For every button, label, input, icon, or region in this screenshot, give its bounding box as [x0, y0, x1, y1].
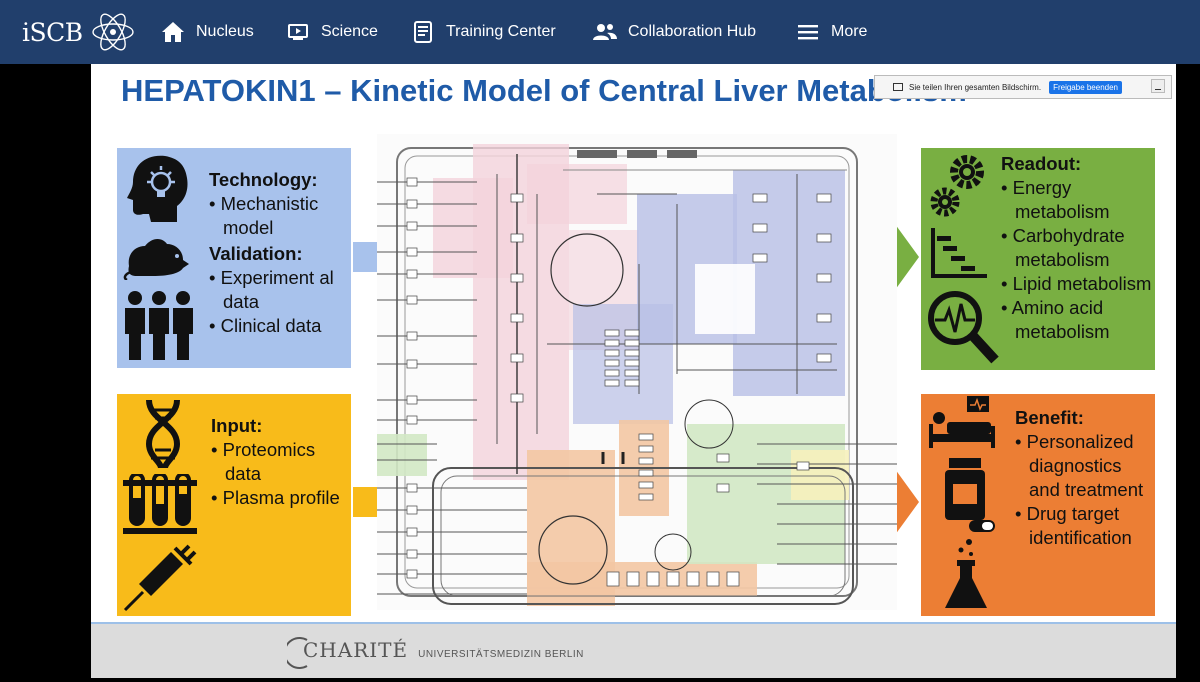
input-bullet: • Plasma profile — [211, 487, 340, 508]
benefit-bullet: • Personalized diagnostics and treatment — [1015, 431, 1144, 500]
nav-label-science: Science — [321, 23, 378, 40]
validation-bullet: • Clinical data — [209, 315, 322, 336]
brain-lightbulb-icon — [127, 155, 188, 222]
nav-item-collaboration-hub[interactable]: Collaboration Hub — [592, 0, 756, 64]
benefit-text: Benefit: • Personalized diagnostics and … — [1015, 406, 1155, 550]
readout-panel: Readout: • Energy metabolism • Carbohydr… — [921, 148, 1155, 370]
patient-bed-monitor-icon — [929, 396, 995, 448]
benefit-heading: Benefit: — [1015, 407, 1084, 428]
readout-bullet: • Energy metabolism — [1001, 177, 1110, 222]
metabolic-network-diagram — [377, 134, 897, 610]
screen-share-notice: Sie teilen Ihren gesamten Bildschirm. Fr… — [874, 75, 1172, 99]
charite-subtitle: UNIVERSITÄTSMEDIZIN BERLIN — [418, 649, 584, 660]
input-bullet: • Proteomics data — [211, 439, 316, 484]
validation-bullet: • Experiment al data — [209, 267, 334, 312]
benefit-panel: Benefit: • Personalized diagnostics and … — [921, 394, 1155, 616]
charite-brand: CHARITÉ — [303, 638, 409, 662]
charite-logo-icon — [287, 637, 308, 669]
people-group-icon — [125, 291, 193, 360]
screen-play-icon — [285, 19, 311, 45]
pill-bottle-icon — [945, 458, 995, 532]
test-tubes-icon — [123, 474, 197, 534]
gears-icon — [930, 155, 984, 217]
top-navigation-bar: iSCB Nucleus Science Training Center Col… — [0, 0, 1200, 64]
technology-text: Technology: • Mechanistic model Validati… — [209, 168, 349, 338]
benefit-bullet: • Drug target identification — [1015, 503, 1132, 548]
home-icon — [160, 19, 186, 45]
book-icon — [410, 19, 436, 45]
input-heading: Input: — [211, 415, 263, 436]
nav-label-nucleus: Nucleus — [196, 23, 254, 40]
readout-heading: Readout: — [1001, 153, 1082, 174]
nav-item-training-center[interactable]: Training Center — [410, 0, 556, 64]
logo-text: iSCB — [22, 18, 83, 47]
readout-text: Readout: • Energy metabolism • Carbohydr… — [1001, 152, 1155, 344]
slide-footer: CHARITÉ UNIVERSITÄTSMEDIZIN BERLIN — [91, 622, 1176, 678]
hamburger-icon — [795, 19, 821, 45]
readout-bullet: • Carbohydrate metabolism — [1001, 225, 1125, 270]
presentation-slide: HEPATOKIN1 – Kinetic Model of Central Li… — [91, 64, 1176, 678]
technology-heading: Technology: — [209, 169, 318, 190]
flask-icon — [945, 539, 987, 608]
minimize-share-bar-button[interactable] — [1151, 79, 1165, 93]
technology-panel: Technology: • Mechanistic model Validati… — [117, 148, 351, 368]
validation-heading: Validation: — [209, 243, 303, 264]
syringe-icon — [123, 544, 197, 612]
dna-icon — [145, 399, 181, 469]
slide-title: HEPATOKIN1 – Kinetic Model of Central Li… — [121, 73, 967, 108]
share-message: Sie teilen Ihren gesamten Bildschirm. — [909, 82, 1042, 92]
nav-label-training-center: Training Center — [446, 23, 556, 40]
iscb-logo[interactable]: iSCB — [22, 10, 138, 54]
shared-screen-area: HEPATOKIN1 – Kinetic Model of Central Li… — [0, 64, 1200, 682]
magnifier-pulse-icon — [928, 291, 999, 364]
nav-item-more[interactable]: More — [795, 0, 867, 64]
input-panel: Input: • Proteomics data • Plasma profil… — [117, 394, 351, 616]
bar-chart-icon — [931, 228, 987, 278]
nav-label-collaboration-hub: Collaboration Hub — [628, 23, 757, 40]
nav-label-more: More — [831, 23, 868, 40]
share-screen-icon — [893, 83, 903, 91]
nav-item-nucleus[interactable]: Nucleus — [160, 0, 254, 64]
input-text: Input: • Proteomics data • Plasma profil… — [211, 414, 351, 510]
readout-bullet: • Amino acid metabolism — [1001, 297, 1110, 342]
nav-item-science[interactable]: Science — [285, 0, 378, 64]
technology-bullet: • Mechanistic model — [209, 193, 319, 238]
stop-sharing-button[interactable]: Freigabe beenden — [1049, 80, 1123, 94]
rat-icon — [123, 239, 189, 280]
charite-branding: CHARITÉ UNIVERSITÄTSMEDIZIN BERLIN — [303, 638, 584, 662]
people-icon — [592, 19, 618, 45]
atom-logo-icon — [92, 13, 134, 51]
readout-bullet: • Lipid metabolism — [1001, 273, 1152, 294]
